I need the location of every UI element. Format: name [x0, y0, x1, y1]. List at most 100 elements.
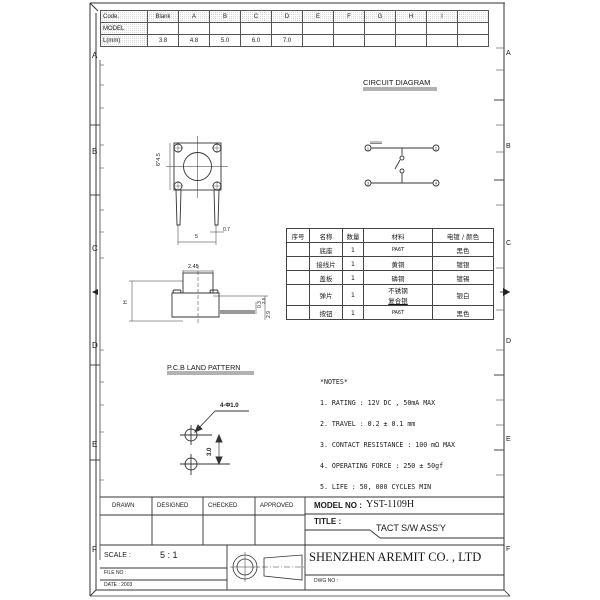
date-label: DATE : 2003: [104, 582, 133, 588]
zone-letter-a-right: A: [506, 50, 511, 57]
bom-row: 盖板 1 磷铜 镀锡: [286, 270, 494, 285]
code-cell: A: [178, 10, 210, 23]
zone-letter-a-left: A: [92, 51, 98, 60]
code-cell: Blank: [147, 10, 179, 23]
code-cell: H: [395, 10, 427, 23]
bom-row: 底座 1 PA6T 黑色: [286, 242, 494, 257]
side-view-button-dim: 2.45: [188, 264, 199, 270]
code-cell: G: [364, 10, 396, 23]
top-view-drawing: [166, 136, 228, 245]
svg-text:2: 2: [435, 146, 438, 151]
zone-letter-d-left: D: [92, 341, 98, 350]
length-cell: 3.8: [147, 34, 179, 47]
length-cell: [333, 34, 365, 47]
title-label: TITLE :: [314, 517, 342, 526]
bom-material-line1: 不锈钢: [388, 287, 408, 295]
bom-name: 接线片: [309, 256, 343, 271]
pcb-hole-callout: 4-Φ1.0: [220, 403, 239, 409]
approved-label: APPROVED: [260, 503, 294, 509]
model-cell: [240, 22, 272, 35]
bom-header-qty: 数量: [342, 228, 364, 243]
model-row: MODEL: [100, 22, 489, 35]
note-item: 2. TRAVEL : 0.2 ± 0.1 mm: [320, 420, 416, 428]
side-view-dim-c: 3.5: [261, 297, 266, 304]
scale-value: 5 : 1: [160, 550, 178, 560]
bom-finish: 黑色: [432, 242, 494, 257]
top-view-body-dim: 6*4.5: [156, 153, 162, 166]
bom-header-name: 名称: [309, 228, 343, 243]
title-value: TACT S/W ASS'Y: [376, 523, 446, 533]
designed-label: DESIGNED: [157, 503, 189, 509]
side-view-dim-b: 2.9: [266, 311, 272, 318]
length-cell: 5.0: [209, 34, 241, 47]
side-view-drawing: [129, 265, 268, 325]
dwg-no-label: DWG NO :: [314, 578, 338, 584]
code-cell: [457, 10, 489, 23]
model-cell: [333, 22, 365, 35]
drawn-label: DRAWN: [112, 503, 135, 509]
bom-row: 弹片 1 不锈钢复合银 银白: [286, 284, 494, 306]
bom-no: [286, 256, 310, 271]
zone-letter-d-right: D: [506, 338, 512, 345]
model-cell: [457, 22, 489, 35]
zone-letter-c-left: C: [92, 244, 98, 253]
pcb-land-pattern-title: P.C.B LAND PATTERN: [167, 363, 241, 372]
pcb-pitch-dim: 3.0: [207, 447, 213, 456]
zone-letter-b-right: B: [506, 143, 511, 150]
bom-qty: 1: [342, 284, 364, 306]
bom-no: [286, 284, 310, 306]
bom-material: PA6T: [363, 242, 433, 257]
length-cell: 7.0: [271, 34, 303, 47]
length-cell: [395, 34, 427, 47]
length-cell: 6.0: [240, 34, 272, 47]
code-cell: F: [333, 10, 365, 23]
code-cell: C: [240, 10, 272, 23]
title-block-grid: [100, 496, 504, 590]
zone-letter-e-right: E: [506, 436, 511, 443]
model-cell: [178, 22, 210, 35]
svg-text:3: 3: [367, 181, 370, 186]
bom-finish: 镀银: [432, 256, 494, 271]
circuit-diagram-title: CIRCUIT DIAGRAM: [363, 78, 431, 87]
model-no-value: YST-1109H: [366, 499, 415, 510]
bom-header-no: 序号: [286, 228, 310, 243]
length-cell: [364, 34, 396, 47]
length-row: L(mm) 3.8 4.8 5.0 6.0 7.0: [100, 34, 489, 47]
note-item: 5. LIFE : 50, 000 CYCLES MIN: [320, 483, 432, 491]
side-view-height-dim: H: [123, 300, 129, 304]
zone-letter-e-left: E: [92, 440, 98, 449]
bom-header-finish: 电镀 / 颜色: [432, 228, 494, 243]
bill-of-materials-table: 序号 名称 数量 材料 电镀 / 颜色 底座 1 PA6T 黑色 接线片 1 黄…: [286, 228, 494, 320]
bom-qty: 1: [342, 305, 364, 320]
zone-letter-b-left: B: [92, 147, 98, 156]
bom-no: [286, 270, 310, 285]
length-cell: [426, 34, 458, 47]
code-row: Code. Blank A B C D E F G H I: [100, 10, 489, 23]
svg-text:1: 1: [367, 146, 370, 151]
zone-letter-c-right: C: [506, 240, 512, 247]
bom-finish: 银白: [432, 284, 494, 306]
bom-finish: 镀锡: [432, 270, 494, 285]
bom-name: 盖板: [309, 270, 343, 285]
bom-qty: 1: [342, 242, 364, 257]
length-header: L(mm): [100, 34, 148, 47]
company-name: SHENZHEN AREMIT CO. , LTD: [309, 550, 482, 564]
model-cell: [271, 22, 303, 35]
file-no-label: FILE NO :: [104, 570, 127, 576]
bom-name: 按钮: [309, 305, 343, 320]
bom-name: 弹片: [309, 284, 343, 306]
bom-material-line2: 复合银: [388, 297, 408, 305]
model-cell: [426, 22, 458, 35]
model-cell: [395, 22, 427, 35]
bom-qty: 1: [342, 270, 364, 285]
model-cell: [147, 22, 179, 35]
note-item: 1. RATING : 12V DC , 50mA MAX: [320, 399, 436, 407]
model-cell: [209, 22, 241, 35]
bom-material: 不锈钢复合银: [363, 284, 433, 306]
bom-row: 接线片 1 黄铜 镀银: [286, 256, 494, 271]
scale-label: SCALE :: [104, 552, 131, 559]
note-item: 4. OPERATING FORCE : 250 ± 50gf: [320, 462, 444, 470]
notes-block: *NOTES* 1. RATING : 12V DC , 50mA MAX 2.…: [320, 378, 455, 504]
